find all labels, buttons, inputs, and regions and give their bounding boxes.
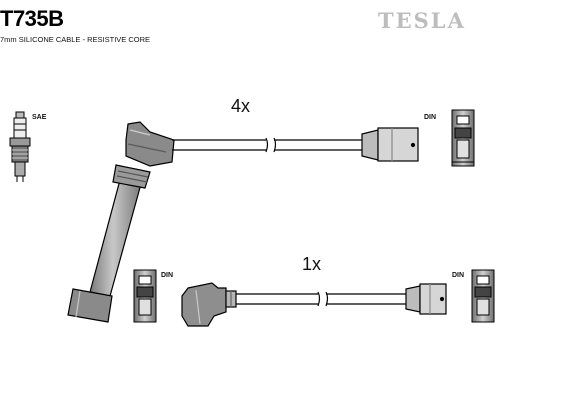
terminal-boot-lower <box>405 283 447 315</box>
din-terminal-icon <box>451 109 475 167</box>
din-terminal-icon-right <box>471 269 495 323</box>
brand-logo: TESLA <box>378 8 466 33</box>
din-label-left: DIN <box>161 272 174 279</box>
coil-boot-icon <box>67 121 175 323</box>
upper-cable <box>172 137 362 153</box>
product-code: T735B <box>0 6 64 31</box>
lower-cable <box>236 291 406 307</box>
terminal-boot-upper <box>361 127 419 162</box>
angled-boot-icon <box>181 282 237 327</box>
cable-spec: 7mm SILICONE CABLE - RESISTIVE CORE <box>0 35 151 44</box>
lower-quantity: 1x <box>302 254 322 274</box>
sae-label: SAE <box>32 114 47 121</box>
din-terminal-icon-left <box>133 269 157 323</box>
upper-quantity: 4x <box>231 96 251 116</box>
spark-plug-icon <box>9 111 31 182</box>
din-label-top: DIN <box>424 114 437 121</box>
din-label-right: DIN <box>452 272 465 279</box>
